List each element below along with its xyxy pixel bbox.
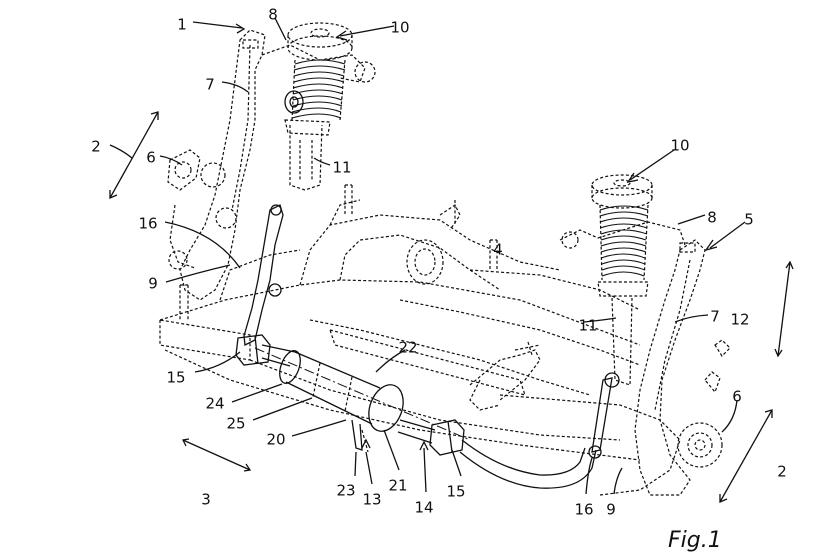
callout-c25: 25 <box>226 415 245 433</box>
stabilizer-bar <box>235 334 620 489</box>
callout-c22: 22 <box>398 339 417 357</box>
callout-c14: 14 <box>414 499 433 517</box>
callout-c16b: 16 <box>574 501 593 519</box>
callout-c24: 24 <box>205 395 224 413</box>
callout-c16a: 16 <box>138 215 157 233</box>
right-strut <box>559 174 686 386</box>
callout-c12: 12 <box>730 311 749 329</box>
callout-c15b: 15 <box>446 483 465 501</box>
callout-c13: 13 <box>362 491 381 509</box>
left-strut <box>261 22 376 191</box>
callout-c9b: 9 <box>606 501 616 519</box>
callout-c6a: 6 <box>146 149 156 167</box>
callout-c3: 3 <box>201 491 211 509</box>
callout-leaders <box>109 17 746 495</box>
subframe-4 <box>159 184 681 496</box>
callout-c23: 23 <box>336 482 355 500</box>
right-knuckle-7 <box>634 239 731 496</box>
callout-c7a: 7 <box>205 76 215 94</box>
callout-c5: 5 <box>744 211 754 229</box>
callout-c9a: 9 <box>148 275 158 293</box>
callout-c7b: 7 <box>710 308 720 326</box>
callout-c21: 21 <box>388 477 407 495</box>
callout-c2b: 2 <box>777 463 787 481</box>
direction-arrows <box>109 111 794 503</box>
callout-c20: 20 <box>266 431 285 449</box>
callout-c4: 4 <box>493 241 503 259</box>
callout-c11b: 11 <box>578 317 597 335</box>
callout-c1: 1 <box>177 16 187 34</box>
callout-c10a: 10 <box>390 19 409 37</box>
callout-c8b: 8 <box>707 209 717 227</box>
callout-c10b: 10 <box>670 137 689 155</box>
left-drop-link-16 <box>243 204 284 346</box>
callout-c6b: 6 <box>732 388 742 406</box>
callout-c8a: 8 <box>268 6 278 24</box>
left-knuckle-7 <box>167 29 266 301</box>
figure-label: Fig.1 <box>668 528 722 553</box>
callout-c15a: 15 <box>166 369 185 387</box>
callout-c11a: 11 <box>332 159 351 177</box>
callout-c2a: 2 <box>91 138 101 156</box>
